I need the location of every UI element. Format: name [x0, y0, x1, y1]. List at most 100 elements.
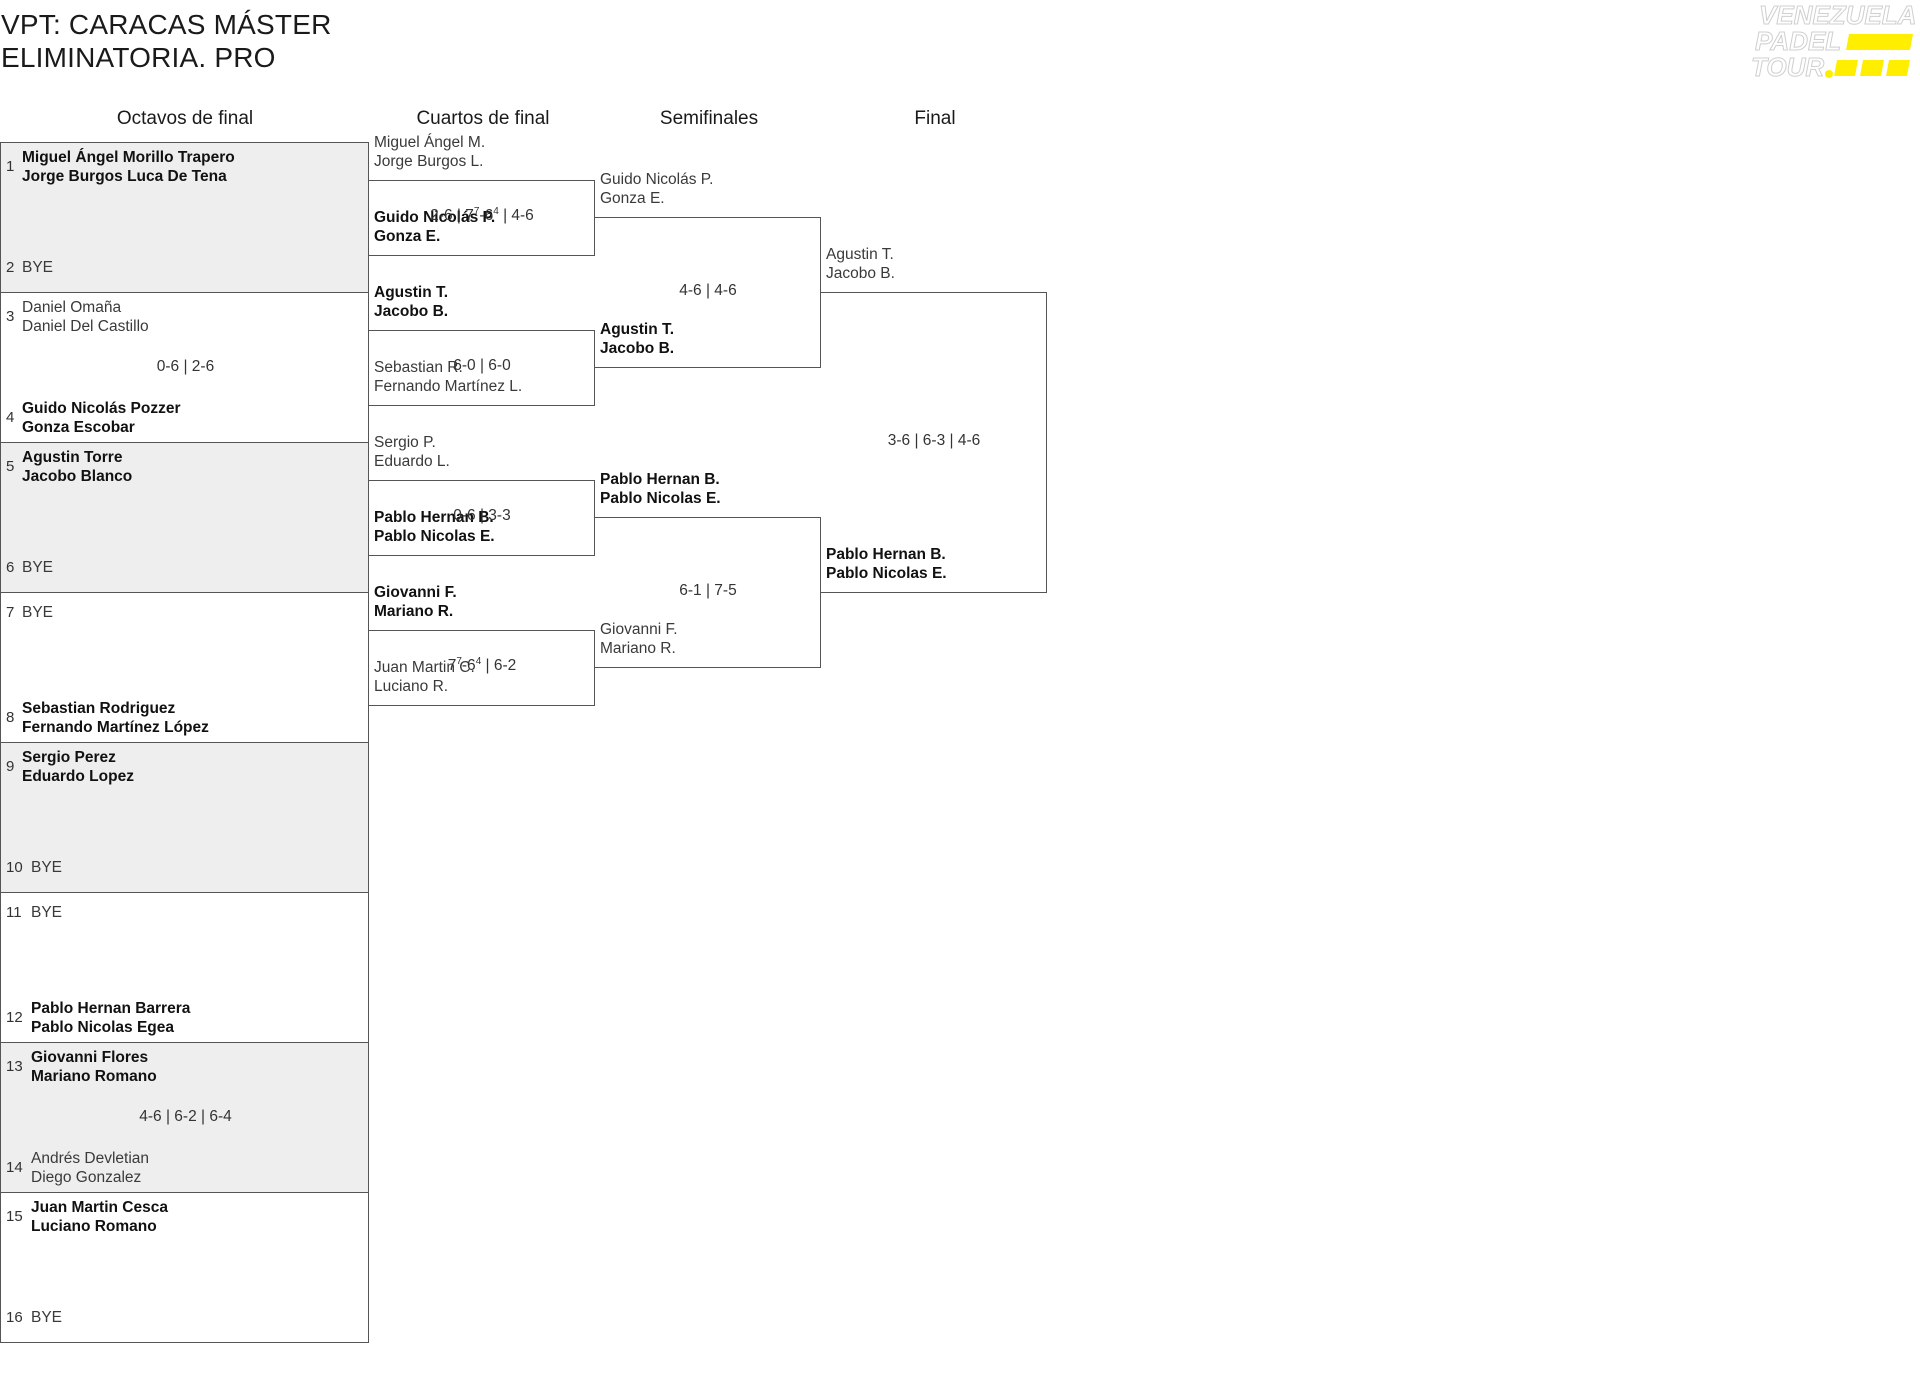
player-name: Juan Martin Cesca [31, 1199, 168, 1216]
score-text: 7 [447, 657, 457, 674]
score-text: -6 [461, 657, 476, 674]
player-name: BYE [22, 259, 54, 276]
score-text: 2-6 | 7 [430, 207, 474, 224]
qf-team: Pablo Hernan B.Pablo Nicolas E. [374, 508, 495, 546]
svg-text:VENEZUELA: VENEZUELA [1759, 0, 1916, 30]
player-name: Luciano Romano [31, 1218, 157, 1235]
player-name: Jorge Burgos L. [374, 152, 484, 170]
player-name: Sebastian Rodriguez [22, 700, 176, 717]
score-text: -6 [479, 207, 494, 224]
seed-number: 13 [6, 1058, 23, 1075]
final-team: Agustin T. Jacobo B. [826, 245, 895, 283]
player-name: Agustin T. [826, 246, 894, 263]
round-label-r16: Octavos de final [116, 108, 254, 129]
player-name: Juan Martin C. [374, 658, 475, 676]
qf-team: Agustin T.Jacobo B. [374, 283, 448, 321]
player-name: Luciano R. [374, 677, 449, 695]
player-name: Miguel Ángel Morillo Trapero [22, 149, 235, 166]
score-text: 6-0 | 6-0 [453, 357, 511, 374]
seed-number: 14 [6, 1159, 23, 1176]
player-name: Giovanni Flores [31, 1049, 149, 1066]
final-connector [821, 292, 1047, 593]
qf-team: Sebastian R.Fernando Martínez L. [374, 358, 522, 396]
sf-score: 4-6 | 4-6 [679, 282, 737, 299]
player-name: Jacobo B. [826, 265, 895, 282]
qf-team: Juan Martin C.Luciano R. [374, 658, 475, 696]
team-names: BYE [31, 903, 62, 922]
qf-team: Sergio P.Eduardo L. [374, 433, 450, 471]
team-names: BYE [31, 858, 62, 877]
sf-connector [595, 517, 821, 668]
seed-number: 6 [6, 559, 15, 576]
tiebreak: 4 [475, 655, 482, 667]
qf-team: Giovanni F.Mariano R. [374, 583, 457, 621]
player-name: Eduardo Lopez [22, 768, 134, 785]
player-name: Mariano R. [600, 640, 676, 657]
match-score: 0-6 | 2-6 [156, 358, 215, 375]
player-name: BYE [22, 559, 54, 576]
player-name: Pablo Nicolas E. [374, 527, 495, 545]
player-name: Gonza E. [600, 190, 665, 207]
player-name: Jacobo B. [600, 340, 675, 357]
player-name: Andrés Devletian [31, 1150, 150, 1167]
seed-number: 11 [6, 904, 22, 921]
qf-score: 77-64 | 6-2 [369, 655, 595, 675]
seed-number: 3 [6, 308, 15, 325]
qf-team: Guido Nicolás P.Gonza E. [374, 208, 495, 246]
seed-number: 7 [6, 604, 15, 621]
player-name: Pablo Hernan B. [374, 508, 494, 526]
qf-team: Miguel Ángel M.Jorge Burgos L. [374, 133, 485, 171]
sf-connector [595, 217, 821, 368]
player-name: Sergio P. [374, 433, 436, 451]
seed-number: 12 [6, 1009, 23, 1026]
title-line-2: ELIMINATORIA. PRO [1, 42, 276, 73]
player-name: Fernando Martínez L. [374, 377, 523, 395]
player-name: Gonza Escobar [22, 419, 135, 436]
team-names: BYE [31, 1308, 62, 1327]
player-name: Pablo Nicolas Egea [31, 1019, 174, 1036]
seed-number: 9 [6, 758, 15, 775]
sf-team: Giovanni F. Mariano R. [600, 620, 678, 658]
venezuela-padel-tour-logo: VENEZUELA PADEL TOUR [1751, 0, 1917, 83]
player-name: Guido Nicolás P. [374, 208, 496, 226]
sf-team: Guido Nicolás P.Gonza E. [600, 170, 713, 208]
round-label-final: Final [914, 108, 956, 129]
player-name: Pablo Hernan B. [600, 471, 720, 488]
player-name: Agustin T. [374, 283, 449, 301]
page-title: VPT: CARACAS MÁSTER ELIMINATORIA. PRO [1, 8, 332, 74]
player-name: Jacobo Blanco [22, 468, 133, 485]
seed-number: 1 [6, 158, 15, 175]
seed-number: 16 [6, 1309, 23, 1326]
title-line-1: VPT: CARACAS MÁSTER [1, 9, 332, 40]
svg-text:PADEL: PADEL [1755, 26, 1841, 56]
seed-number: 10 [6, 859, 23, 876]
player-name: Jacobo B. [374, 302, 449, 320]
sf-score: 6-1 | 7-5 [679, 582, 737, 599]
sf-team: Pablo Hernan B.Pablo Nicolas E. [600, 470, 721, 508]
score-text: | 4-6 [498, 207, 534, 224]
team-names: BYE [22, 603, 53, 622]
score-text: 0-6 | 3-3 [453, 507, 511, 524]
player-name: Giovanni F. [600, 621, 678, 638]
qf-score: 0-6 | 3-3 [369, 507, 595, 525]
qf-connector [369, 329, 595, 406]
round-label-qf: Cuartos de final [416, 108, 550, 129]
player-name: Agustin T. [600, 321, 675, 338]
player-name: Sebastian R. [374, 358, 463, 376]
final-team: Pablo Hernan B.Pablo Nicolas E. [826, 545, 947, 583]
qf-score: 2-6 | 77-64 | 4-6 [369, 206, 595, 225]
player-name: BYE [31, 859, 63, 876]
player-name: Mariano Romano [31, 1068, 157, 1085]
